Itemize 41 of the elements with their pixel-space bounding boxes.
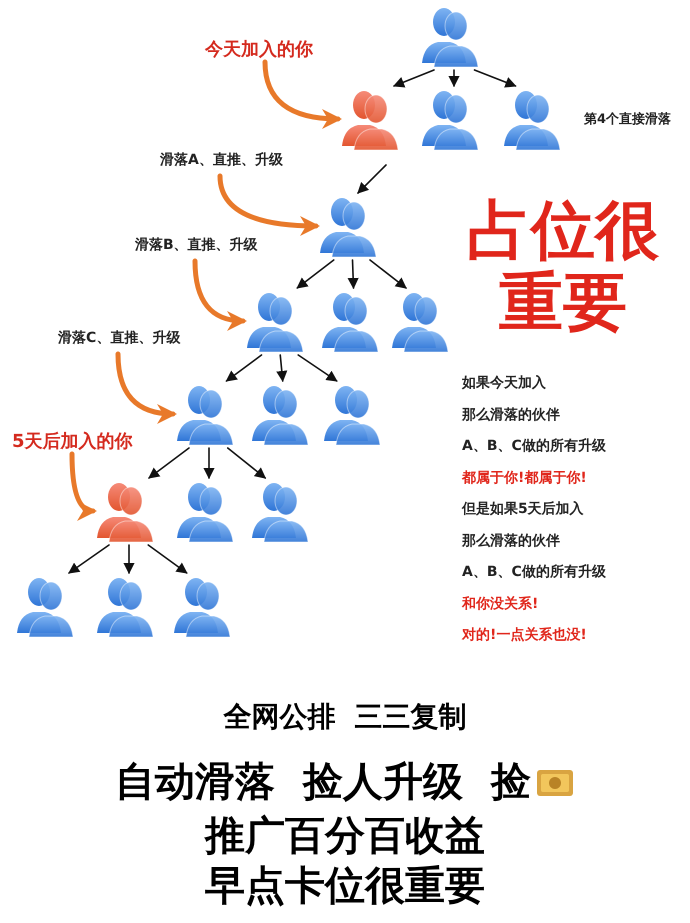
slogan-text: 自动滑落 捡人升级 捡	[115, 758, 531, 806]
step-label: 5天后加入的你	[12, 430, 133, 454]
curved-arrow	[218, 174, 320, 236]
headline-text: 占位很重要	[466, 196, 660, 340]
step-label: 滑落B、直推、升级	[135, 236, 258, 255]
slogan-text: 推广百分百收益	[205, 812, 485, 860]
arrow	[276, 354, 288, 382]
slogan-text: 早点卡位很重要	[205, 862, 485, 910]
arrow	[203, 447, 215, 480]
arrow	[297, 354, 338, 382]
arrow	[123, 544, 135, 574]
arrow	[369, 259, 407, 289]
slogan-text: 全网公排 三三复制	[223, 700, 467, 734]
arrow	[226, 447, 266, 479]
arrow	[147, 544, 188, 574]
step-label: 今天加入的你	[205, 38, 313, 62]
arrow	[68, 544, 110, 574]
curved-arrow	[192, 258, 247, 330]
arrow	[392, 69, 435, 88]
curved-arrow	[116, 352, 177, 424]
note-text: 对的!一点关系也没!	[462, 626, 587, 645]
arrow	[226, 354, 262, 382]
note-text: A、B、C做的所有升级	[462, 563, 606, 582]
note-text: 都属于你!都属于你!	[462, 468, 587, 488]
note-text: 那么滑落的伙伴	[462, 406, 560, 424]
note-text: A、B、C做的所有升级	[462, 437, 606, 456]
note-text: 但是如果5天后加入	[462, 500, 584, 519]
note-text: 如果今天加入	[462, 374, 546, 393]
step-label: 滑落A、直推、升级	[160, 151, 283, 170]
curved-arrow	[70, 452, 97, 520]
arrow	[474, 69, 517, 88]
note-text: 那么滑落的伙伴	[462, 532, 560, 550]
step-label: 滑落C、直推、升级	[58, 329, 180, 348]
arrow	[448, 69, 460, 88]
arrow	[148, 447, 190, 479]
note-text: 第4个直接滑落	[584, 110, 672, 129]
curved-arrow	[262, 60, 342, 128]
arrow	[348, 259, 359, 290]
arrow	[357, 164, 387, 194]
note-text: 和你没关系!	[462, 594, 538, 614]
arrow	[296, 259, 335, 289]
